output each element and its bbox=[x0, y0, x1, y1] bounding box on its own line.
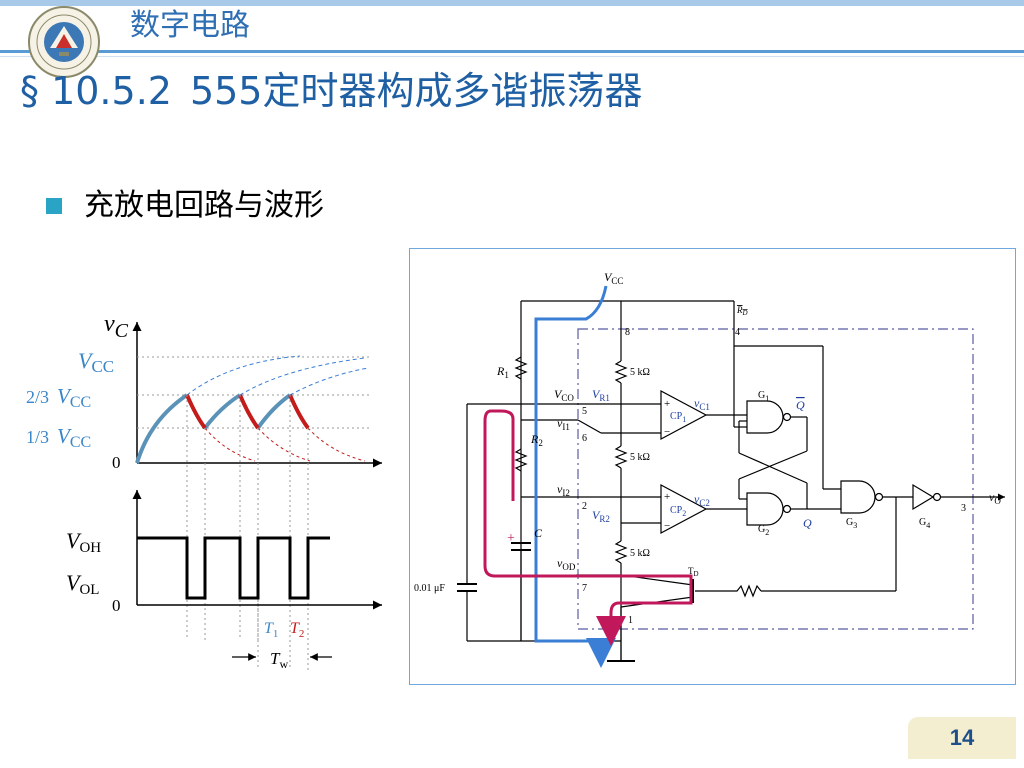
label-c: C bbox=[534, 526, 543, 540]
charge-path bbox=[534, 285, 616, 668]
label-r1: R1 bbox=[496, 364, 509, 380]
label-vo: vO bbox=[989, 490, 1001, 506]
voh-label: VOH bbox=[66, 528, 101, 556]
course-title: 数字电路 bbox=[130, 8, 250, 43]
ic-boundary bbox=[577, 328, 974, 630]
label-vco: VCO bbox=[554, 387, 574, 403]
t2-label: T2 bbox=[290, 620, 304, 640]
bullet-text: 充放电回路与波形 bbox=[84, 188, 324, 223]
discharge-curve-1 bbox=[185, 394, 207, 430]
cap-plus: + bbox=[507, 531, 515, 546]
pin-5: 5 bbox=[582, 406, 587, 417]
pin-2: 2 bbox=[582, 501, 587, 512]
cp1-minus: − bbox=[664, 426, 670, 438]
label-5k-1: 5 kΩ bbox=[630, 367, 650, 378]
tw-label: Tw bbox=[270, 649, 288, 671]
charge-curve-2 bbox=[256, 393, 292, 430]
section-number: § 10.5.2 bbox=[20, 69, 172, 113]
charge-curve-0 bbox=[135, 393, 189, 464]
discharge-path bbox=[483, 409, 693, 646]
label-q: Q bbox=[803, 516, 812, 530]
dashed-charge-3 bbox=[289, 367, 369, 396]
pin-4: 4 bbox=[735, 327, 740, 338]
label-5k-3: 5 kΩ bbox=[630, 548, 650, 559]
label-vcc: VCC bbox=[604, 270, 623, 286]
header-divider bbox=[0, 50, 1024, 53]
origin-top: 0 bbox=[112, 453, 121, 472]
dashed-charge-2 bbox=[239, 357, 366, 396]
label-cp1: CP1 bbox=[670, 411, 686, 424]
label-vod: vOD bbox=[557, 556, 576, 572]
bullet-square bbox=[46, 198, 62, 214]
pin-1: 1 bbox=[628, 615, 633, 626]
label-cp2: CP2 bbox=[670, 505, 686, 518]
section-heading: 555定时器构成多谐振荡器 bbox=[189, 69, 643, 113]
cp2-plus: + bbox=[664, 491, 670, 503]
t1-label: T1 bbox=[264, 620, 278, 640]
label-cap-value: 0.01 μF bbox=[414, 583, 445, 594]
label-g4: G4 bbox=[919, 517, 930, 530]
pin-7: 7 bbox=[582, 583, 587, 594]
label-rd: RD bbox=[736, 305, 748, 317]
label-vc1: vC1 bbox=[694, 396, 710, 412]
label-vc2: vC2 bbox=[694, 492, 710, 508]
dashed-discharge-3 bbox=[307, 427, 366, 462]
university-logo bbox=[28, 6, 100, 78]
pin-8: 8 bbox=[625, 327, 630, 338]
label-g1: G1 bbox=[758, 390, 769, 403]
label-qbar: Q bbox=[796, 398, 805, 412]
vcc-tick-label: VCC bbox=[78, 348, 114, 376]
header-divider-thin bbox=[0, 56, 1024, 57]
vc-label: vC bbox=[104, 311, 129, 342]
label-vr2: VR2 bbox=[592, 508, 610, 524]
label-td: TD bbox=[688, 566, 699, 578]
vol-label: VOL bbox=[66, 570, 99, 598]
origin-bottom: 0 bbox=[112, 596, 121, 615]
dashed-charge-1 bbox=[186, 355, 301, 396]
cp1-plus: + bbox=[664, 398, 670, 410]
top-bar bbox=[0, 0, 1024, 6]
label-vr1: VR1 bbox=[592, 387, 610, 403]
dashed-discharge-1 bbox=[204, 427, 256, 462]
label-vi1: vI1 bbox=[557, 416, 570, 432]
label-g3: G3 bbox=[846, 517, 857, 530]
circuit-diagram: VCC RD 8 4 5 6 2 7 1 3 R1 R2 C + 0.01 μF… bbox=[414, 270, 1005, 668]
circuit-diagram-frame: VCC RD 8 4 5 6 2 7 1 3 R1 R2 C + 0.01 μF… bbox=[409, 248, 1016, 685]
dashed-discharge-2 bbox=[257, 427, 311, 462]
label-vi2: vI2 bbox=[557, 482, 570, 498]
label-r2: R2 bbox=[530, 432, 543, 448]
label-5k-2: 5 kΩ bbox=[630, 452, 650, 463]
discharge-curve-3 bbox=[288, 394, 310, 430]
pin-3: 3 bbox=[961, 503, 966, 514]
page-number-box: 14 bbox=[908, 717, 1016, 759]
section-title: § 10.5.2 555定时器构成多谐振荡器 bbox=[20, 66, 643, 116]
discharge-curve-2 bbox=[238, 394, 260, 430]
label-g2: G2 bbox=[758, 524, 769, 537]
pin-6: 6 bbox=[582, 433, 587, 444]
output-square-wave bbox=[137, 536, 330, 600]
page-number: 14 bbox=[949, 725, 975, 750]
cp2-minus: − bbox=[664, 520, 670, 532]
charge-curve-1 bbox=[203, 393, 242, 430]
